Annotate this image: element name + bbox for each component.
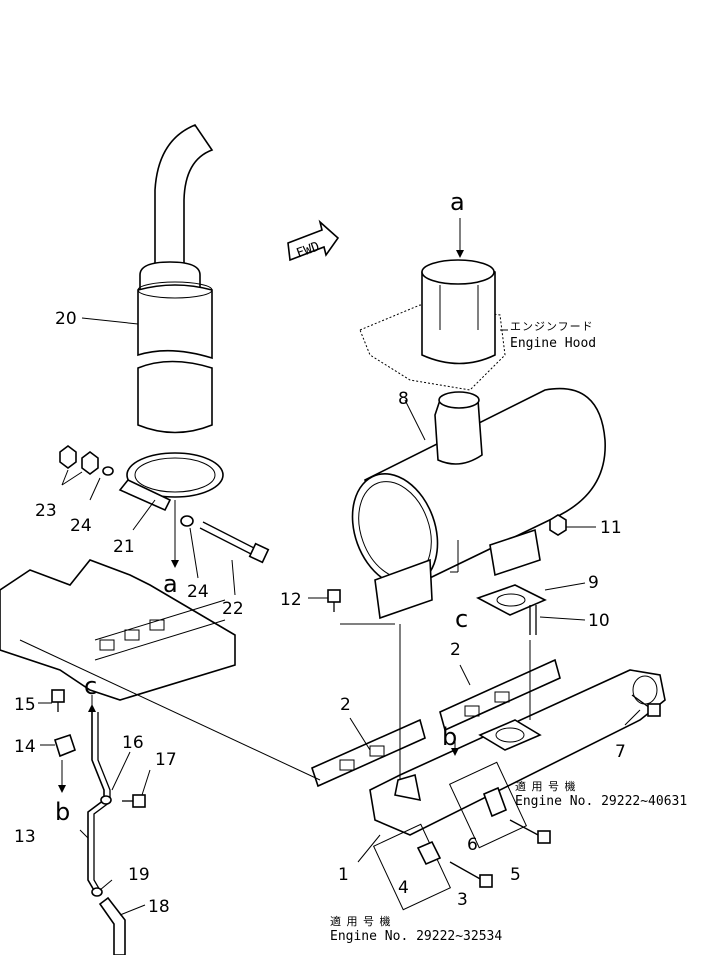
part-label-7: 7 (615, 742, 626, 762)
nut-part-11 (549, 514, 567, 536)
marker-a-top: a (450, 188, 465, 216)
part-label-9: 9 (588, 573, 599, 593)
applicable-note-2: 適 用 号 機 Engine No. 29222~32534 (330, 914, 502, 944)
marker-a-clamp: a (163, 570, 178, 598)
part-label-19: 19 (128, 865, 150, 885)
engine-hood-callout: エンジンフード Engine Hood (510, 320, 596, 351)
part-label-12: 12 (280, 590, 302, 610)
clamp-part-21 (118, 452, 224, 512)
leader-lines (19, 218, 641, 916)
spacer-part-6 (448, 761, 528, 849)
marker-c-muffler: c (455, 605, 468, 633)
nuts-part-23 (59, 445, 99, 475)
part-label-22: 22 (222, 599, 244, 619)
engine-hood-sheet (359, 259, 506, 391)
part-label-20: 20 (55, 309, 77, 329)
part-label-2a: 2 (340, 695, 351, 715)
pipe-assembly (51, 689, 146, 955)
bolt-part-3 (449, 861, 493, 888)
part-label-15: 15 (14, 695, 36, 715)
fwd-arrow: FWD (287, 219, 340, 262)
part-label-8: 8 (398, 389, 409, 409)
view-markers: a a c c b b (55, 188, 468, 826)
part-label-23: 23 (35, 501, 57, 521)
part-label-5: 5 (510, 865, 521, 885)
exhaust-stack-part-20 (137, 124, 214, 434)
part-label-11: 11 (600, 518, 622, 538)
applicable-note-2-jp: 適 用 号 機 (330, 914, 392, 928)
bolt-part-7 (631, 694, 661, 717)
part-label-14: 14 (14, 737, 36, 757)
marker-b-manifold: b (442, 723, 457, 751)
applicable-note-2-en: Engine No. 29222~32534 (330, 929, 502, 944)
part-label-4: 4 (398, 878, 409, 898)
engine-hood-en: Engine Hood (510, 336, 596, 351)
cylinder-head (0, 559, 236, 701)
stud-part-10 (529, 605, 537, 635)
part-label-17: 17 (155, 750, 177, 770)
bolt-part-5 (509, 819, 551, 844)
part-label-24a: 24 (70, 516, 92, 536)
marker-b-pipe: b (55, 798, 70, 826)
part-label-21: 21 (113, 537, 135, 557)
part-label-13: 13 (14, 827, 36, 847)
part-label-18: 18 (148, 897, 170, 917)
applicable-note-1: 適 用 号 機 Engine No. 29222~40631 (515, 779, 687, 809)
marker-c-pipe: c (84, 672, 97, 700)
part-label-2b: 2 (450, 640, 461, 660)
gasket-part-9 (476, 584, 547, 616)
part-number-labels: 1 2 2 3 4 5 6 7 8 9 10 11 12 13 14 15 16… (14, 309, 626, 917)
part-label-10: 10 (588, 611, 610, 631)
bolt-part-22 (199, 521, 270, 564)
applicable-note-1-en: Engine No. 29222~40631 (515, 794, 687, 809)
washers-part-24 (102, 466, 194, 527)
spacer-part-4 (372, 823, 452, 911)
part-label-1: 1 (338, 865, 349, 885)
muffler-part-8 (351, 387, 606, 620)
bolt-part-12 (327, 589, 341, 612)
part-label-24b: 24 (187, 582, 209, 602)
engine-hood-jp: エンジンフード (510, 320, 594, 333)
part-label-16: 16 (122, 733, 144, 753)
part-label-6: 6 (467, 835, 478, 855)
applicable-note-1-jp: 適 用 号 機 (515, 779, 577, 793)
exhaust-manifold-part-1 (369, 669, 666, 836)
part-label-3: 3 (457, 890, 468, 910)
